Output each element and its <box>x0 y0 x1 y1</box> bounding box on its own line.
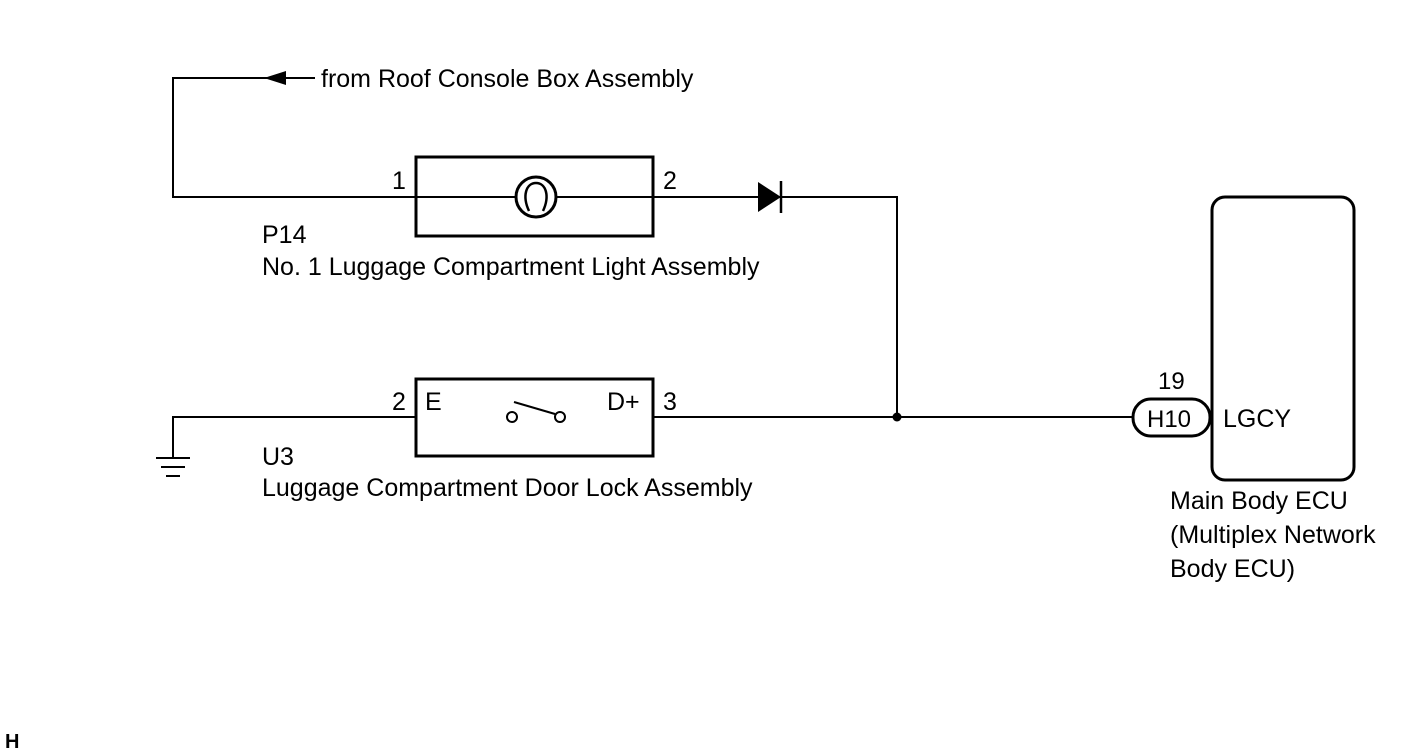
lock-terminal-e: E <box>425 388 442 416</box>
diode-wire <box>653 181 898 417</box>
light-pin-2: 2 <box>663 167 677 195</box>
main-body-ecu <box>1210 195 1356 482</box>
ecu-pin-19: 19 <box>1158 368 1185 395</box>
ground-icon <box>156 457 190 477</box>
lock-terminal-d: D+ <box>607 388 640 416</box>
roof-console-wire <box>172 71 416 198</box>
diode-icon <box>758 181 783 213</box>
light-assembly <box>414 155 655 238</box>
ecu-terminal-lgcy: LGCY <box>1223 405 1291 433</box>
ecu-connector-label: H10 <box>1147 406 1191 433</box>
ecu-connector <box>1131 397 1212 438</box>
junction-dot <box>892 412 902 422</box>
from-source-label: from Roof Console Box Assembly <box>321 65 694 93</box>
ecu-name-line2: (Multiplex Network <box>1170 521 1376 549</box>
light-name: No. 1 Luggage Compartment Light Assembly <box>262 253 760 281</box>
light-code: P14 <box>262 221 307 249</box>
light-pin-1: 1 <box>392 167 406 195</box>
lock-pin-3: 3 <box>663 388 677 416</box>
lamp-bulb-icon <box>514 175 558 219</box>
switch-icon <box>506 401 566 423</box>
arrow-left-icon <box>264 71 286 85</box>
ground-wire <box>156 416 416 477</box>
ecu-name-line1: Main Body ECU <box>1170 487 1348 515</box>
ecu-name-line3: Body ECU) <box>1170 555 1295 583</box>
lock-pin-2: 2 <box>392 388 406 416</box>
corner-mark: H <box>5 731 19 753</box>
lock-code: U3 <box>262 443 294 471</box>
signal-wire <box>653 412 1134 422</box>
lock-name: Luggage Compartment Door Lock Assembly <box>262 474 753 502</box>
